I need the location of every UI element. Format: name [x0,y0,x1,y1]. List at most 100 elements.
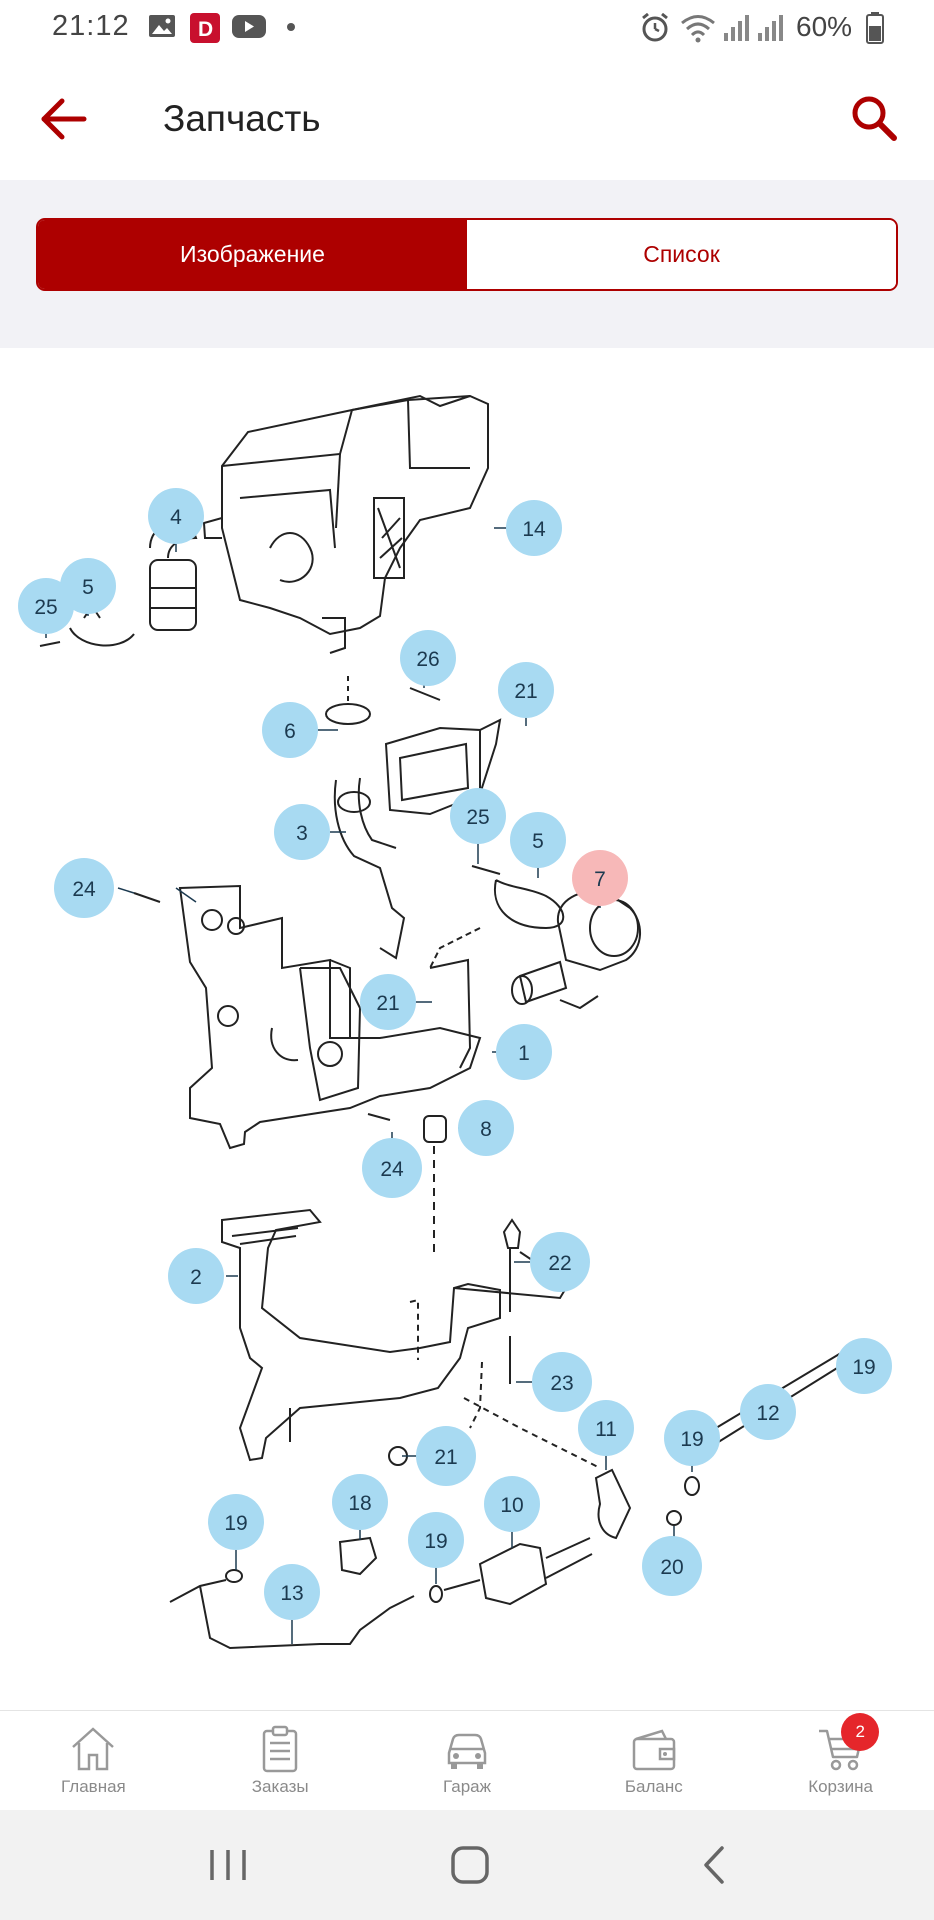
callout-11[interactable]: 11 [578,1400,634,1456]
svg-text:D: D [198,18,213,41]
recent-apps-icon[interactable] [198,1840,258,1890]
svg-text:19: 19 [680,1428,703,1451]
svg-text:12: 12 [756,1402,779,1425]
alarm-icon [642,13,668,42]
svg-text:23: 23 [550,1372,573,1395]
nav-label-balance: Баланс [624,1777,683,1796]
svg-text:3: 3 [296,822,308,845]
nav-item-home[interactable]: Главная [0,1711,187,1810]
callout-23[interactable]: 23 [532,1352,592,1412]
battery-icon [866,12,884,44]
page-title: Запчасть [163,98,321,139]
svg-text:26: 26 [416,648,439,671]
system-navigation [0,1810,934,1920]
status-time: 21:12 [52,10,130,42]
callout-26[interactable]: 26 [400,630,456,686]
home-icon [72,1727,115,1771]
nav-label-home: Главная [61,1777,126,1796]
tab-image[interactable]: Изображение [38,220,467,289]
youtube-icon [232,15,266,38]
view-switcher: Изображение Список [36,218,898,291]
callout-24[interactable]: 24 [54,858,114,918]
svg-text:5: 5 [532,830,544,853]
svg-text:8: 8 [480,1118,492,1141]
svg-text:25: 25 [466,806,489,829]
callout-19-mid[interactable]: 19 [664,1410,720,1466]
callout-13[interactable]: 13 [264,1564,320,1620]
callout-14[interactable]: 14 [506,500,562,556]
callout-5-mid[interactable]: 5 [510,812,566,868]
callout-20[interactable]: 20 [642,1536,702,1596]
nav-item-cart[interactable]: Корзина 2 [747,1711,934,1810]
svg-text:13: 13 [280,1582,303,1605]
nav-label-garage: Гараж [442,1777,491,1796]
callout-21[interactable]: 21 [498,662,554,718]
nav-label-cart: Корзина [808,1777,873,1796]
cart-badge: 2 [841,1713,880,1751]
svg-text:19: 19 [852,1356,875,1379]
svg-text:4: 4 [170,506,182,529]
orders-icon [262,1725,298,1773]
callout-3[interactable]: 3 [274,804,330,860]
callout-2[interactable]: 2 [168,1248,224,1304]
callout-19-left[interactable]: 19 [208,1494,264,1550]
search-icon[interactable] [850,94,898,142]
svg-text:1: 1 [518,1042,530,1065]
arrow-left-icon[interactable] [38,96,88,142]
callout-21-mid[interactable]: 21 [360,974,416,1030]
callout-19-bottom[interactable]: 19 [408,1512,464,1568]
callout-25[interactable]: 25 [18,578,74,634]
parts-diagram: 4 14 25 5 26 21 6 3 25 5 7 24 21 1 8 24 … [0,348,934,1690]
svg-text:6: 6 [284,720,296,743]
svg-text:11: 11 [595,1418,617,1441]
battery-percent: 60% [796,11,853,42]
nav-label-orders: Заказы [251,1777,309,1796]
callout-12[interactable]: 12 [740,1384,796,1440]
gallery-icon [149,15,175,37]
nav-item-balance[interactable]: Баланс [560,1711,747,1810]
svg-text:21: 21 [514,680,537,703]
svg-text:19: 19 [424,1530,447,1553]
wallet-icon [632,1729,676,1771]
nav-item-garage[interactable]: Гараж [374,1711,561,1810]
callout-8[interactable]: 8 [458,1100,514,1156]
status-bar: 21:12 D 60% [0,0,934,58]
callout-22[interactable]: 22 [530,1232,590,1292]
diagram-line-art [39,394,873,1650]
svg-text:21: 21 [376,992,399,1015]
svg-text:19: 19 [224,1512,247,1535]
svg-text:24: 24 [380,1158,404,1181]
callout-24-lower[interactable]: 24 [362,1138,422,1198]
dot-icon [287,23,295,31]
view-switcher-area: Изображение Список [0,180,934,348]
svg-text:14: 14 [522,518,546,541]
callout-1[interactable]: 1 [496,1024,552,1080]
callout-21-lower[interactable]: 21 [416,1426,476,1486]
back-chevron-icon[interactable] [684,1840,744,1890]
callout-5[interactable]: 5 [60,558,116,614]
home-circle-icon[interactable] [440,1840,500,1890]
svg-text:5: 5 [82,576,94,599]
callout-18[interactable]: 18 [332,1474,388,1530]
callout-19-right[interactable]: 19 [836,1338,892,1394]
signal-icon [724,15,749,41]
svg-text:24: 24 [72,878,96,901]
callout-10[interactable]: 10 [484,1476,540,1532]
callout-6[interactable]: 6 [262,702,318,758]
svg-text:10: 10 [500,1494,523,1517]
svg-text:7: 7 [594,868,606,891]
svg-text:25: 25 [34,596,57,619]
callout-bubbles: 4 14 25 5 26 21 6 3 25 5 7 24 21 1 8 24 … [18,488,892,1620]
car-icon [447,1733,487,1769]
callout-4[interactable]: 4 [148,488,204,544]
callout-25-mid[interactable]: 25 [450,788,506,844]
callout-7-selected[interactable]: 7 [572,850,628,906]
tab-list[interactable]: Список [467,220,896,289]
wifi-icon [681,15,715,43]
svg-text:18: 18 [348,1492,371,1515]
svg-text:2: 2 [190,1266,202,1289]
nav-item-orders[interactable]: Заказы [187,1711,374,1810]
signal-icon [758,15,783,41]
svg-text:22: 22 [548,1252,571,1275]
app-bar: Запчасть [0,58,934,180]
